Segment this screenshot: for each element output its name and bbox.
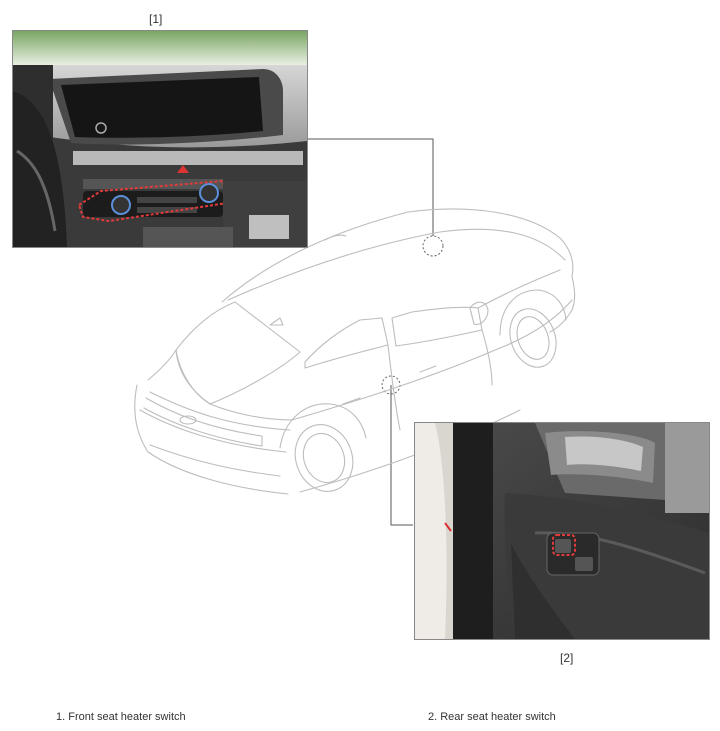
- photo-front-label: [1]: [149, 12, 163, 26]
- photo-rear-door: [414, 422, 710, 640]
- photo-rear-label: [2]: [560, 651, 574, 665]
- callout-circle-front: [422, 235, 444, 257]
- legend-item-rear-seat-heater: 2. Rear seat heater switch: [428, 711, 556, 723]
- legend-item-front-seat-heater: 1. Front seat heater switch: [56, 711, 186, 723]
- photo-front-dashboard: [12, 30, 308, 248]
- callout-circle-rear: [381, 375, 401, 395]
